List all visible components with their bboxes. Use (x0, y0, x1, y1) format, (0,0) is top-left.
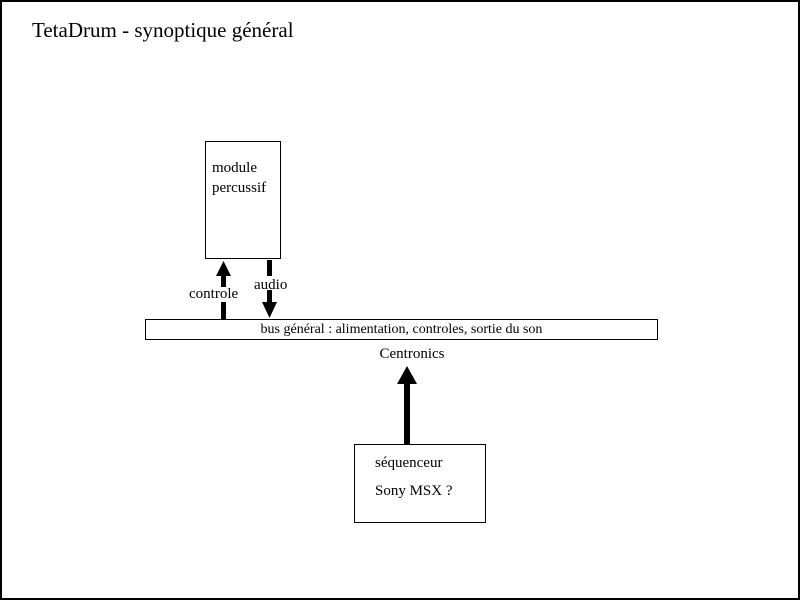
centronics-connection-label: Centronics (379, 346, 445, 362)
centronics-arrow (397, 366, 417, 444)
module-percussif-box[interactable]: module percussif (205, 141, 281, 259)
page-title: TetaDrum - synoptique général (32, 18, 294, 42)
bus-general-bar[interactable]: bus général : alimentation, controles, s… (145, 319, 658, 340)
bus-general-label: bus général : alimentation, controles, s… (260, 322, 543, 337)
controle-connection-label: controle (189, 286, 239, 302)
sequenceur-box[interactable]: séquenceur Sony MSX ? (354, 444, 486, 523)
sequenceur-label-line1: séquenceur (375, 455, 443, 471)
module-percussif-label-line1: module (212, 160, 257, 176)
module-percussif-label-line2: percussif (212, 180, 267, 196)
audio-connection-label: audio (254, 277, 288, 293)
sequenceur-label-line2: Sony MSX ? (375, 483, 453, 499)
